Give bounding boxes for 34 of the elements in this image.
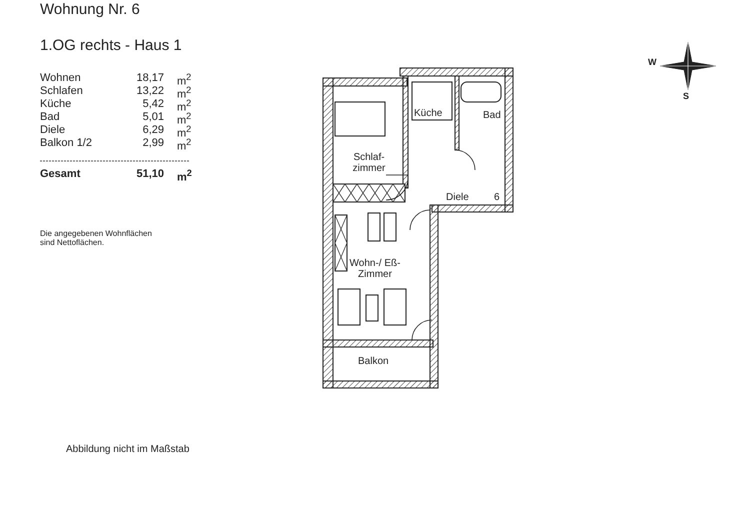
room-name: Diele [40, 124, 66, 136]
area-value: 6,29 [142, 124, 164, 136]
area-unit: m$^{2}$ [177, 85, 192, 101]
compass-letter: S [683, 92, 690, 102]
room-label: Küche [414, 108, 442, 119]
room-number: 6 [494, 192, 500, 203]
area-value: 51,10 [136, 168, 164, 180]
room-label: Diele [446, 192, 469, 203]
area-unit: m$^{2}$ [177, 124, 192, 140]
area-unit: m$^{2}$ [177, 137, 192, 153]
area-value: 5,01 [142, 111, 164, 124]
compass-letter: W [648, 58, 656, 68]
room-name: Balkon 1/2 [40, 137, 92, 150]
area-value: 2,99 [142, 137, 164, 150]
area-unit: m$^{2}$ [177, 98, 192, 114]
room-label: Balkon [358, 356, 389, 367]
area-unit: m$^{2}$ [177, 111, 192, 127]
room-name: Küche [40, 98, 72, 110]
apartment-subtitle: 1.OG rechts - Haus 1 [40, 38, 182, 54]
scale-note: Abbildung nicht im Maßstab [66, 444, 190, 455]
apartment-title: Wohnung Nr. 6 [40, 2, 140, 18]
room-name: Schlafen [40, 85, 83, 98]
room-label: Wohn-/ Eß-Zimmer [348, 258, 402, 280]
area-value: 13,22 [136, 85, 164, 98]
area-unit: m$^{2}$ [177, 168, 192, 184]
area-unit: m$^{2}$ [177, 72, 192, 88]
room-name: Wohnen [40, 72, 81, 84]
room-name: Gesamt [40, 168, 80, 180]
area-value: 18,17 [136, 72, 164, 84]
note-text: Die angegebenen Wohnflächen sind Nettoflächen. [40, 230, 153, 248]
area-value: 5,42 [142, 98, 164, 110]
room-label: Schlaf- zimmer [352, 152, 386, 174]
room-name: Bad [40, 111, 60, 124]
room-label: Bad [483, 110, 501, 121]
